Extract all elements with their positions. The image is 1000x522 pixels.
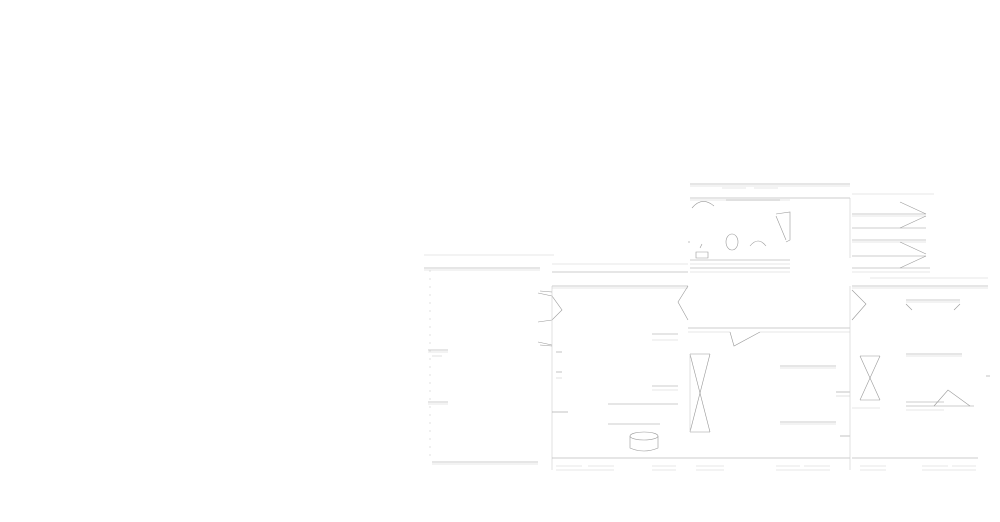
left-elevation-view — [424, 254, 563, 465]
top-plan-view — [688, 183, 851, 273]
front-elevation-view — [539, 263, 688, 471]
right-detail-view — [852, 193, 934, 273]
right-elevation-view — [851, 277, 990, 471]
center-section-view — [677, 285, 851, 471]
